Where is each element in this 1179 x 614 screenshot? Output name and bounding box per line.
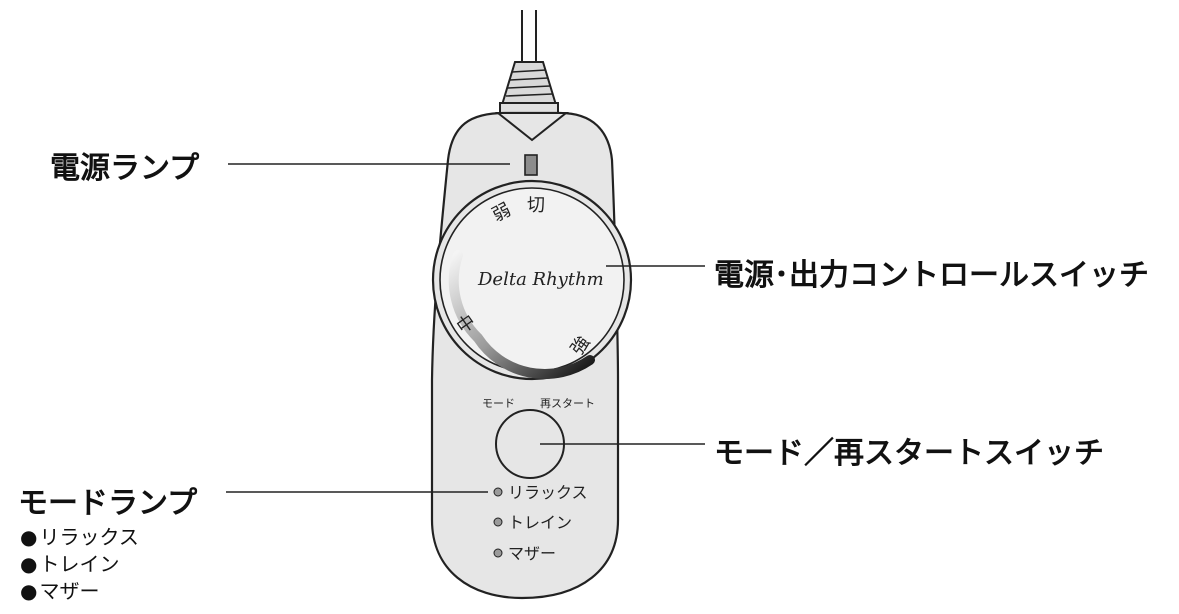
mode-list-item: トレイン [20, 551, 139, 578]
mode-list: リラックス トレイン マザー [20, 524, 139, 605]
control-switch-label: 電源･出力コントロールスイッチ [714, 258, 1149, 293]
power-lamp-label: 電源ランプ [50, 151, 200, 186]
restart-button-caption: 再スタート [540, 397, 595, 410]
lamp-label-relax: リラックス [508, 483, 588, 502]
lamp-label-mother: マザー [508, 544, 556, 563]
mode-lamp-mother [493, 548, 503, 558]
mode-lamp-train [493, 517, 503, 527]
power-cord [499, 10, 559, 114]
mode-list-item: マザー [20, 578, 139, 605]
mode-button-caption: モード [482, 397, 515, 410]
control-dial[interactable] [431, 179, 633, 381]
power-lamp [524, 154, 538, 176]
dial-mark-off: 切 [527, 195, 545, 216]
cord-boot [495, 112, 569, 142]
mode-lamp-relax [493, 487, 503, 497]
mode-restart-switch-label: モード／再スタートスイッチ [714, 436, 1104, 471]
mode-list-item: リラックス [20, 524, 138, 551]
lamp-label-train: トレイン [508, 513, 572, 532]
mode-lamp-label: モードランプ [18, 486, 198, 521]
brand-logo: Delta Rhythm [477, 269, 604, 290]
